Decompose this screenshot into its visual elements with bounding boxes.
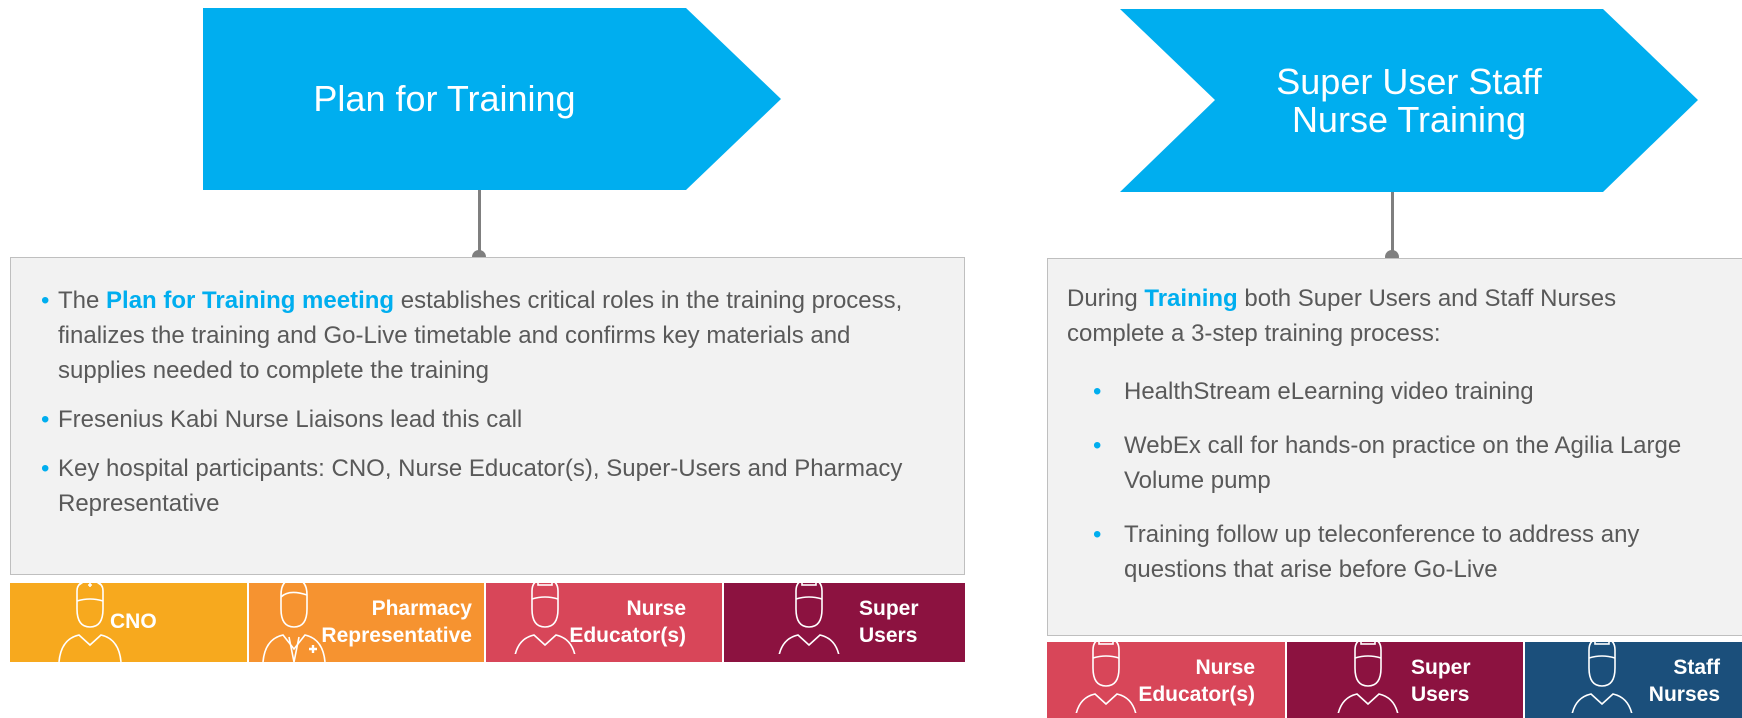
bullet-icon: •	[41, 455, 50, 482]
bullet-item: • Fresenius Kabi Nurse Liaisons lead thi…	[41, 402, 923, 437]
nurse-icon	[1571, 642, 1633, 713]
bullet-icon: •	[1093, 432, 1102, 459]
nurse-icon	[1075, 642, 1137, 713]
plan-for-training-panel: • The Plan for Training meeting establis…	[10, 257, 965, 575]
bullet-item: • The Plan for Training meeting establis…	[41, 283, 923, 388]
bullet-icon: •	[1093, 521, 1102, 548]
training-step: • WebEx call for hands-on practice on th…	[1093, 428, 1742, 498]
plan-for-training-meeting-highlight: Plan for Training meeting	[106, 287, 395, 314]
training-intro: During Training both Super Users and Sta…	[1067, 285, 1617, 347]
super-user-training-panel: During Training both Super Users and Sta…	[1047, 258, 1742, 636]
arrow-shape	[1120, 9, 1698, 192]
bullet-icon: •	[41, 287, 50, 314]
connector-line	[478, 190, 481, 256]
nurse-icon	[58, 583, 122, 662]
nurse-icon	[778, 583, 840, 654]
role-label: CNO	[110, 610, 157, 633]
arrow-shape	[203, 8, 781, 190]
bullet-item: • Key hospital participants: CNO, Nurse …	[41, 451, 923, 521]
connector-line	[1391, 192, 1394, 256]
role-cno: CNO	[10, 583, 247, 662]
training-highlight: Training	[1144, 285, 1238, 312]
nurse-icon	[1337, 642, 1399, 713]
pharmacist-icon	[262, 583, 326, 662]
arrow-title: Super User Staff Nurse Training	[1276, 60, 1542, 140]
bullet-icon: •	[41, 406, 50, 433]
bullet-icon: •	[1093, 378, 1102, 405]
arrow-title: Plan for Training	[313, 78, 576, 119]
training-step: • HealthStream eLearning video training	[1093, 374, 1742, 409]
training-step: • Training follow up teleconference to a…	[1093, 517, 1742, 587]
plan-for-training-arrow: Plan for Training	[203, 8, 781, 190]
nurse-icon	[514, 583, 576, 654]
super-user-staff-nurse-training-arrow: Super User Staff Nurse Training	[1120, 9, 1698, 192]
